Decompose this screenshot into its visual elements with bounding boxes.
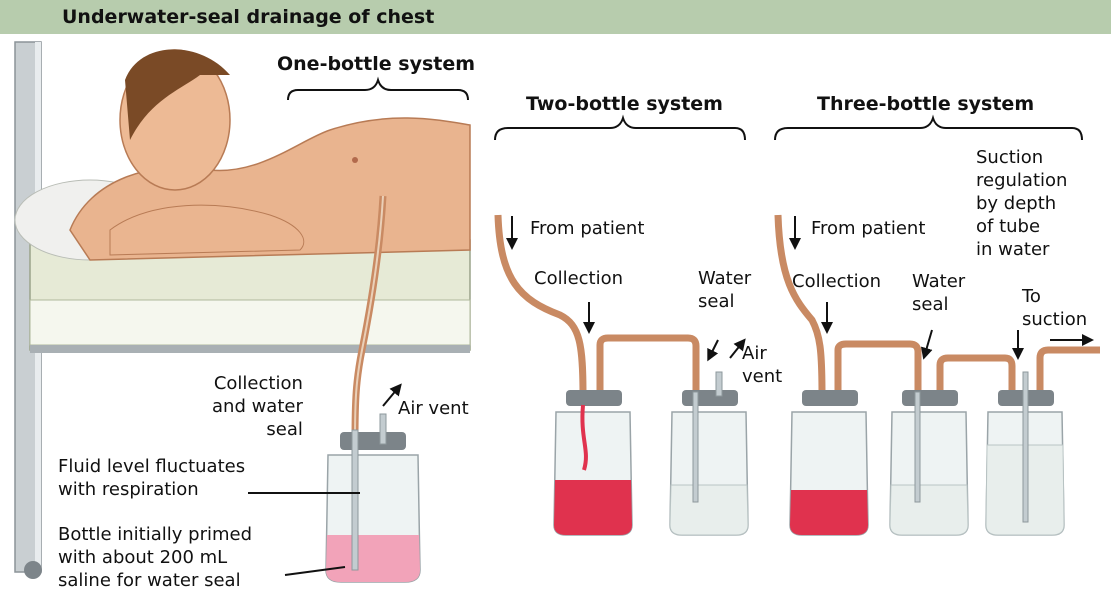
figure-title: Underwater-seal drainage of chest	[62, 6, 434, 28]
patient-illustration	[15, 49, 470, 260]
two-bottle-apparatus	[498, 215, 748, 535]
header-three-bottle: Three-bottle system	[817, 93, 1034, 115]
label-suction-regulation: Suction regulation by depth of tube in w…	[976, 146, 1067, 261]
label-water-seal-three: Water seal	[912, 270, 965, 316]
label-air-vent-one: Air vent	[398, 397, 469, 420]
label-bottle-primed: Bottle initially primed with about 200 m…	[58, 523, 252, 592]
label-collection-water-seal: Collection and water seal	[212, 372, 303, 441]
one-bottle-jar	[326, 414, 420, 582]
header-one-bottle: One-bottle system	[277, 53, 475, 75]
label-from-patient-three: From patient	[811, 217, 925, 240]
label-collection-three: Collection	[792, 270, 881, 293]
title-bar: Underwater-seal drainage of chest	[0, 0, 1111, 34]
label-air-vent-two: Air vent	[742, 342, 782, 388]
label-water-seal-two: Water seal	[698, 267, 751, 313]
header-two-bottle: Two-bottle system	[526, 93, 723, 115]
label-collection-two: Collection	[534, 267, 623, 290]
label-fluid-level: Fluid level fluctuates with respiration	[58, 455, 245, 501]
label-from-patient-two: From patient	[530, 217, 644, 240]
label-to-suction: To suction	[1022, 285, 1087, 331]
three-bottle-apparatus	[778, 215, 1100, 535]
